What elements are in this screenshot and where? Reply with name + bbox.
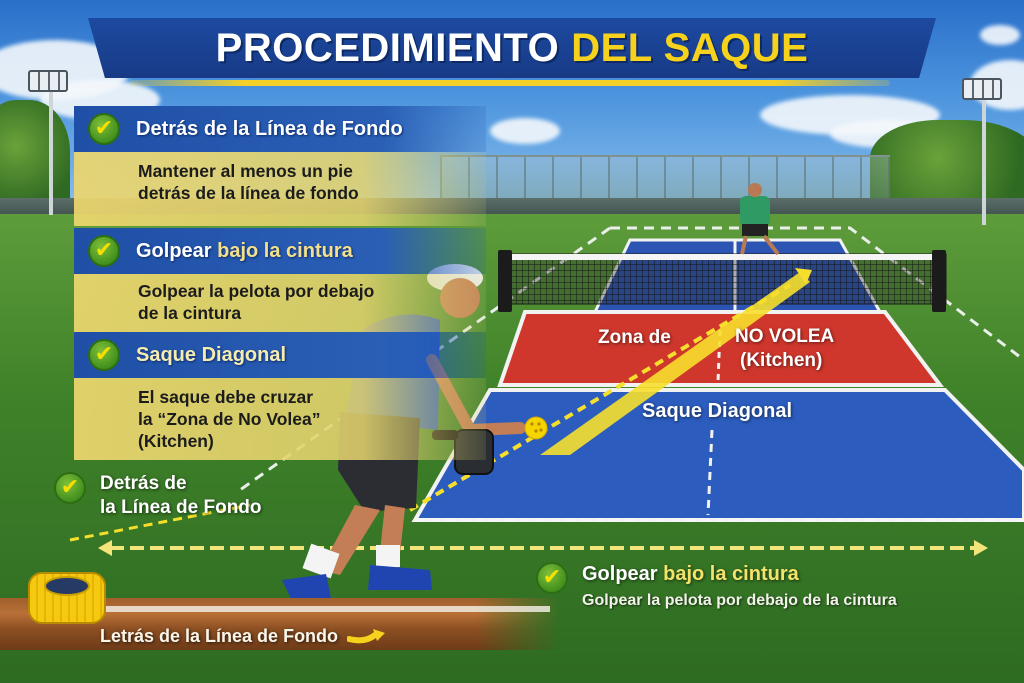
check-icon: ✔ <box>536 562 568 594</box>
rule-heading-2: ✔ Golpear bajo la cintura <box>74 228 486 274</box>
cloud <box>980 25 1020 45</box>
cloud <box>490 118 560 144</box>
rule-text-line: Mantener al menos un pie <box>138 161 353 181</box>
rules-panel: ✔ Detrás de la Línea de Fondo Mantener a… <box>74 106 486 460</box>
rule-title: Detrás de la Línea de Fondo <box>136 117 403 140</box>
title-main: PROCEDIMIENTO <box>215 25 560 70</box>
rule-text-line: Golpear la pelota por debajo <box>138 281 375 301</box>
rule-text-line: detrás de la línea de fondo <box>138 183 359 203</box>
baseline-callout: ✔ Detrás de la Línea de Fondo <box>54 472 262 520</box>
title-accent: DEL SAQUE <box>571 25 809 70</box>
kitchen-label-left: Zona de <box>598 327 671 348</box>
light-pole <box>982 95 986 225</box>
rule-text-line: (Kitchen) <box>138 431 214 451</box>
callout-heading-main: Golpear <box>582 563 658 585</box>
callout-subtext: Golpear la pelota por debajo de la cintu… <box>582 592 897 609</box>
rule-body-2: Golpear la pelota por debajo de la cintu… <box>74 274 486 332</box>
arrow-right-curved-icon <box>346 629 386 644</box>
check-icon: ✔ <box>88 235 120 267</box>
rule-title-accent: bajo la cintura <box>217 239 353 262</box>
check-icon: ✔ <box>88 339 120 371</box>
service-area-label: Saque Diagonal <box>642 400 793 422</box>
rule-body-3: El saque debe cruzar la “Zona de No Vole… <box>74 378 486 460</box>
check-icon: ✔ <box>88 113 120 145</box>
waist-callout: ✔ Golpear bajo la cintura Golpear la pel… <box>536 562 897 610</box>
callout-line: la Línea de Fondo <box>100 497 262 518</box>
stadium-light-icon <box>962 78 1002 100</box>
rule-title-main: Golpear <box>136 239 212 262</box>
kitchen-label-no-volea: NO VOLEA <box>735 326 835 347</box>
waist-callout-text: Golpear bajo la cintura Golpear la pelot… <box>582 562 897 610</box>
rule-body-1: Mantener al menos un pie detrás de la lí… <box>74 152 486 226</box>
rule-heading-1: ✔ Detrás de la Línea de Fondo <box>74 106 486 152</box>
kitchen-label-kitchen: (Kitchen) <box>740 350 823 371</box>
rule-text-line: la “Zona de No Volea” <box>138 409 321 429</box>
baseline-line <box>100 606 550 612</box>
baseline-strip-text: Letrás de la Línea de Fondo <box>100 626 339 646</box>
rule-heading-3: ✔ Saque Diagonal <box>74 332 486 378</box>
callout-line: Detrás de <box>100 473 187 494</box>
check-icon: ✔ <box>54 472 86 504</box>
title-underline <box>130 80 890 86</box>
rule-title: Saque Diagonal <box>136 343 287 366</box>
stadium-light-icon <box>28 70 68 92</box>
fence <box>440 155 890 200</box>
trees <box>0 100 70 215</box>
callout-heading-accent: bajo la cintura <box>663 563 799 585</box>
rule-title: Golpear bajo la cintura <box>136 240 353 263</box>
measuring-tape-top <box>44 576 90 596</box>
rule-text-line: El saque debe cruzar <box>138 387 314 407</box>
baseline-strip-label: Letrás de la Línea de Fondo <box>100 626 387 647</box>
baseline-callout-text: Detrás de la Línea de Fondo <box>100 472 262 520</box>
light-pole <box>49 90 53 215</box>
rule-text-line: de la cintura <box>138 303 242 323</box>
callout-heading: Golpear bajo la cintura <box>582 562 897 586</box>
